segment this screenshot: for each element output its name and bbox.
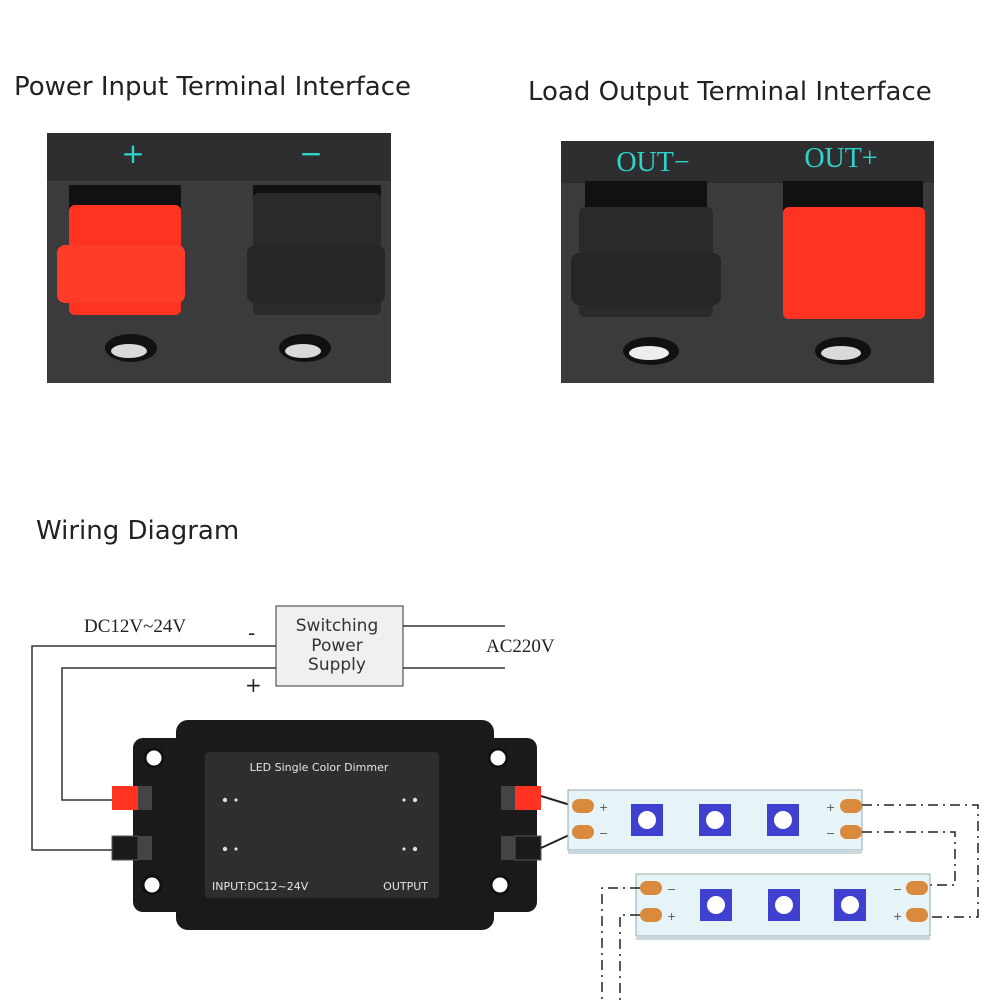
output-minus-dot bbox=[412, 846, 418, 852]
dc-minus-wire bbox=[31, 645, 276, 851]
switching-power-supply: Switching Power Supply bbox=[275, 605, 404, 687]
strip-1-pad-left-plus bbox=[572, 799, 594, 813]
led-single-color-dimmer: LED Single Color Dimmer INPUT:DC12~24V O… bbox=[111, 720, 542, 930]
mount-hole-right-top bbox=[487, 747, 509, 769]
terminal-top-band bbox=[561, 141, 934, 183]
dimmer-title: LED Single Color Dimmer bbox=[250, 761, 389, 774]
strip-2-left-plus-label: + bbox=[667, 910, 676, 923]
strip-2-pad-right-plus bbox=[906, 908, 928, 922]
wiring-diagram: DC12V~24V - + Switching Power Supply AC2… bbox=[31, 605, 979, 1001]
out-plus-label: OUT+ bbox=[804, 143, 877, 174]
mount-hole-left-bottom bbox=[141, 874, 163, 896]
terminal-top-band bbox=[47, 133, 391, 181]
ac-voltage-label: AC220V bbox=[486, 636, 555, 657]
plus-hole-glint bbox=[111, 344, 147, 358]
dc-plus-wire bbox=[61, 667, 276, 801]
psu-label-line1: Switching bbox=[296, 616, 379, 636]
load-output-terminal-photo: OUT− OUT+ bbox=[561, 141, 934, 383]
continuation-plus-wire bbox=[619, 914, 640, 1001]
out-minus-hole-glint bbox=[629, 346, 669, 360]
continuation-minus-wire bbox=[601, 887, 640, 1001]
input-minus-dot bbox=[222, 846, 228, 852]
input-plus-terminal-side bbox=[138, 786, 152, 810]
power-input-heading: Power Input Terminal Interface bbox=[14, 72, 412, 102]
strip-1-edge bbox=[568, 850, 862, 854]
load-output-heading: Load Output Terminal Interface bbox=[528, 77, 932, 107]
output-plus-terminal[interactable] bbox=[515, 786, 541, 810]
output-minus-mark bbox=[402, 847, 406, 851]
minus-hole-glint bbox=[285, 344, 321, 358]
output-plus-mark bbox=[402, 798, 406, 802]
input-plus-mark bbox=[234, 798, 238, 802]
strip-2-right-minus-label: − bbox=[893, 883, 902, 896]
plus-lever-grip bbox=[57, 245, 185, 303]
out-minus-lever-grip bbox=[571, 253, 721, 305]
dc-voltage-label: DC12V~24V bbox=[84, 616, 186, 637]
strip-2-led-2-lens bbox=[775, 896, 793, 914]
minus-lever-grip bbox=[247, 245, 385, 303]
minus-terminal-label: − bbox=[299, 137, 322, 170]
strip-link-plus-wire bbox=[862, 804, 979, 918]
strip-1-right-plus-label: + bbox=[826, 801, 835, 814]
input-minus-terminal-side bbox=[138, 836, 152, 860]
psu-label-line2: Power bbox=[311, 636, 362, 656]
mount-hole-left-top bbox=[143, 747, 165, 769]
psu-label-line3: Supply bbox=[308, 655, 366, 675]
strip-2-pad-left-minus bbox=[640, 881, 662, 895]
mount-hole-right-bottom bbox=[489, 874, 511, 896]
strip-1-pad-right-plus bbox=[840, 799, 862, 813]
strip-link-minus-wire bbox=[862, 831, 956, 886]
strip-2-pad-left-plus bbox=[640, 908, 662, 922]
dimmer-output-label: OUTPUT bbox=[383, 880, 428, 893]
strip-1-left-minus-label: − bbox=[599, 827, 608, 840]
led-strip-2: − + − + bbox=[635, 873, 931, 940]
input-plus-dot bbox=[222, 797, 228, 803]
dimmer-label-panel bbox=[205, 752, 439, 898]
psu-box bbox=[275, 605, 404, 687]
psu-minus-sign: - bbox=[248, 621, 255, 645]
dimmer-input-label: INPUT:DC12~24V bbox=[212, 880, 309, 893]
strip-1-right-minus-label: − bbox=[826, 827, 835, 840]
output-plus-terminal-side bbox=[501, 786, 515, 810]
strip-1-led-1-lens bbox=[638, 811, 656, 829]
strip-2-led-1-lens bbox=[707, 896, 725, 914]
power-input-terminal-photo: + − bbox=[47, 133, 391, 383]
strip-1-led-2-lens bbox=[706, 811, 724, 829]
out-plus-lever[interactable] bbox=[783, 207, 925, 319]
wiring-diagram-heading: Wiring Diagram bbox=[36, 516, 240, 546]
psu-plus-sign: + bbox=[245, 673, 262, 697]
plus-terminal-label: + bbox=[121, 137, 144, 170]
output-minus-terminal-side bbox=[501, 836, 515, 860]
strip-2-edge bbox=[636, 936, 930, 940]
strip-2-pad-right-minus bbox=[906, 881, 928, 895]
led-strip-1: + − + − bbox=[567, 789, 863, 854]
strip-1-pad-left-minus bbox=[572, 825, 594, 839]
input-minus-mark bbox=[234, 847, 238, 851]
strip-1-led-3-lens bbox=[774, 811, 792, 829]
input-minus-terminal[interactable] bbox=[111, 835, 139, 861]
strip-1-left-plus-label: + bbox=[599, 801, 608, 814]
strip-2-right-plus-label: + bbox=[893, 910, 902, 923]
output-minus-terminal[interactable] bbox=[514, 835, 542, 861]
out-minus-label: OUT− bbox=[616, 147, 689, 178]
strip-2-led-3-lens bbox=[841, 896, 859, 914]
output-plus-dot bbox=[412, 797, 418, 803]
input-plus-terminal[interactable] bbox=[112, 786, 138, 810]
out-plus-hole-glint bbox=[821, 346, 861, 360]
strip-1-pad-right-minus bbox=[840, 825, 862, 839]
strip-2-left-minus-label: − bbox=[667, 883, 676, 896]
